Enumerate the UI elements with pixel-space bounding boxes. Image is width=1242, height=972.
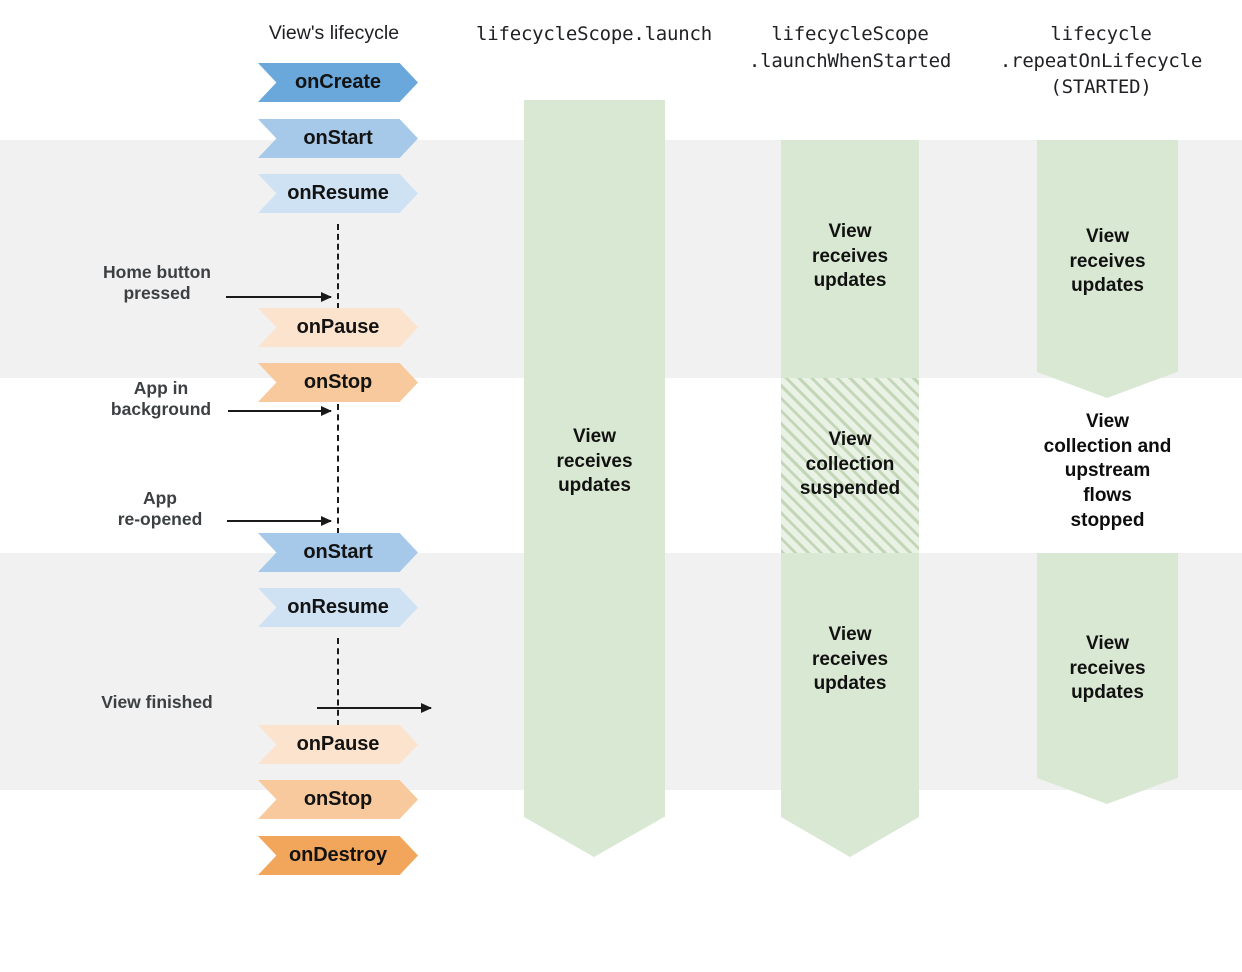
lifecycle-chip-onpause-1[interactable]: onPause (258, 308, 418, 347)
flow-bar-repeatonlifecycle-1 (1037, 140, 1178, 372)
lifecycle-chip-label: onPause (296, 733, 380, 755)
flow-bar-launch (524, 100, 665, 817)
lifecycle-chip-label: onPause (296, 316, 380, 338)
lifecycle-chip-label: onResume (287, 182, 389, 204)
annotation-arrow (226, 291, 332, 302)
flow-label-lws-receives-updates-2: View receives updates (811, 624, 889, 695)
flow-label-rol-receives-updates-1: View receives updates (1069, 226, 1146, 297)
lifecycle-chip-onpause-2[interactable]: onPause (258, 725, 418, 764)
annotation-label: Home button pressed (103, 262, 211, 304)
lifecycle-chip-onresume-2[interactable]: onResume (258, 588, 418, 627)
lifecycle-chip-ondestroy[interactable]: onDestroy (258, 836, 418, 875)
flow-bar-launch-arrow-tip (524, 817, 664, 857)
flow-bar-launchwhenstarted-arrow-tip (781, 817, 919, 857)
annotation-label: App in background (110, 378, 212, 420)
flow-label-lws-receives-updates-1: View receives updates (811, 221, 889, 292)
annotation-arrow (228, 405, 332, 416)
lifecycle-chip-oncreate[interactable]: onCreate (258, 63, 418, 102)
lifecycle-chip-label: onResume (287, 596, 389, 618)
lifecycle-chip-onstart-2[interactable]: onStart (258, 533, 418, 572)
lifecycle-chip-label: onStop (303, 371, 373, 393)
annotation-label: View finished (101, 692, 213, 712)
lifecycle-chip-onstop-1[interactable]: onStop (258, 363, 418, 402)
flow-label-rol-collection-stopped: View collection and upstream flows stopp… (1043, 411, 1172, 531)
lifecycle-chip-label: onStart (303, 541, 373, 563)
flow-bar-repeatonlifecycle-2 (1037, 553, 1178, 778)
lifecycle-chip-onstop-2[interactable]: onStop (258, 780, 418, 819)
lifecycle-chip-onresume-1[interactable]: onResume (258, 174, 418, 213)
flow-bar-launchwhenstarted-suspended-region (781, 378, 919, 553)
lifecycle-chip-label: onDestroy (288, 844, 387, 866)
lifecycle-chip-label: onCreate (295, 71, 381, 93)
flow-label-launch-receives-updates: View receives updates (556, 426, 633, 497)
column-header-repeatonlifecycle: lifecycle .repeatOnLifecycle (STARTED) (999, 23, 1203, 99)
column-header-view-lifecycle: View's lifecycle (268, 22, 400, 44)
annotation-label: App re-opened (117, 488, 203, 530)
lifecycle-dash-resume-to-pause (337, 224, 339, 309)
lifecycle-chip-label: onStop (303, 788, 373, 810)
flow-label-lws-collection-suspended: View collection suspended (799, 429, 901, 500)
flow-bar-repeatonlifecycle-1-arrow-tip (1037, 372, 1177, 398)
column-header-lifecyclescope-launch: lifecycleScope.launch (475, 23, 713, 45)
flow-bar-repeatonlifecycle-2-arrow-tip (1037, 778, 1177, 804)
column-header-launchwhenstarted: lifecycleScope .launchWhenStarted (748, 23, 952, 72)
flow-label-rol-receives-updates-2: View receives updates (1069, 633, 1146, 704)
annotation-arrow (317, 702, 432, 713)
annotation-arrow (227, 515, 332, 526)
lifecycle-chip-onstart-1[interactable]: onStart (258, 119, 418, 158)
lifecycle-dash-stop-to-start (337, 404, 339, 534)
lifecycle-chip-label: onStart (303, 127, 373, 149)
lifecycle-dash-resume-to-pause-2 (337, 638, 339, 726)
